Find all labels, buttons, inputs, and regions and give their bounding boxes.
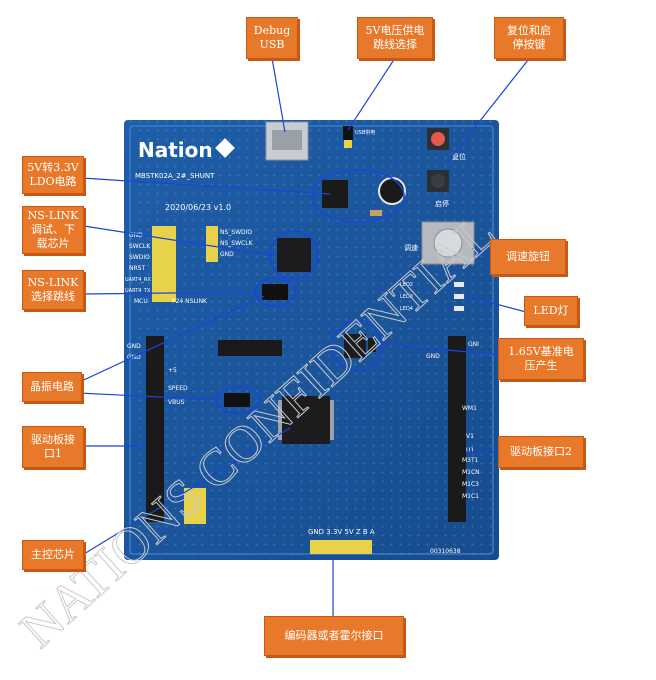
- brand-text: Nation: [138, 138, 213, 162]
- brand-logo: Nation: [138, 138, 235, 162]
- label-main-chip: 主控芯片: [22, 540, 84, 570]
- cn1-pin-label: V1: [466, 433, 474, 440]
- cn2-pin-label: GND: [127, 343, 141, 350]
- nslink-chip-component: [277, 238, 311, 272]
- encoder-header: GND 3.3V 5V Z B A: [308, 528, 375, 554]
- label-ldo: 5V转3.3V LDO电路: [22, 156, 84, 194]
- cn1-pin-label: M1C3: [462, 481, 479, 488]
- cn2-pin-label: +5: [168, 367, 177, 374]
- cn1-pin-label: M1CN: [462, 469, 480, 476]
- pin-label: NRST: [129, 265, 145, 272]
- crystal-component: [224, 393, 250, 407]
- reset-silk: 复位: [452, 152, 466, 161]
- cn1-pin-label: GND: [426, 353, 440, 360]
- nslink-silk: P24 NSLINK: [172, 298, 208, 305]
- reset-button-component: 复位: [427, 128, 466, 161]
- callout-lines: [57, 57, 529, 618]
- usb-connector: [265, 121, 309, 161]
- swd-pin-labels: GND SWCLK SWDIO NRST UART4_RX UART4_TX M…: [125, 229, 254, 305]
- label-crystal: 晶振电路: [22, 372, 82, 402]
- cn2-pin-label: VBUS: [168, 399, 185, 406]
- led-component: LED2 LED3 LED4: [400, 282, 464, 312]
- led-silk: LED4: [400, 306, 413, 312]
- label-drive-port2: 驱动板接口2: [498, 436, 584, 468]
- cn1-pin-label: GNI: [468, 341, 479, 348]
- pin-label: UART4_RX: [125, 277, 151, 283]
- pin-label: GND: [129, 232, 143, 239]
- label-ref-voltage: 1.65V基准电 压产生: [498, 338, 584, 380]
- label-power-jumper: 5V电压供电 跳线选择: [357, 17, 433, 59]
- pin-label: UART4_TX: [125, 288, 151, 294]
- board-name: MBSTK02A_2#_SHUNT: [135, 172, 215, 180]
- label-nslink-jumper: NS-LINK 选择跳线: [22, 270, 84, 310]
- label-nslink-chip: NS-LINK 调试、下 载芯片: [22, 206, 84, 254]
- cn1-connector: GNI GND WM1 V1 U1 M3T1 M1CN M1C3 M1C1: [426, 336, 480, 522]
- speed-silk: 调速: [404, 243, 418, 252]
- board-serial: 00310638: [430, 548, 461, 555]
- pin-label: NS_SWDIO: [220, 229, 252, 236]
- start-silk: 启停: [435, 199, 449, 208]
- label-led: LED灯: [524, 296, 578, 326]
- cn2-connector: GND GND +5 SPEED VBUS: [127, 336, 188, 522]
- label-debug-usb: Debug USB: [246, 17, 298, 59]
- board-date: 2020/06/23 v1.0: [165, 203, 231, 212]
- cn1-pin-label: M3T1: [462, 457, 479, 464]
- pin-label: SWCLK: [129, 243, 151, 250]
- speed-knob-component: 调速: [404, 221, 475, 265]
- cn1-pin-label: WM1: [462, 405, 477, 412]
- usb-power-silk: USB供电: [355, 129, 375, 136]
- label-reset-start-key: 复位和启 停按键: [494, 17, 564, 59]
- label-encoder-port: 编码器或者霍尔接口: [264, 616, 404, 656]
- pin-label: SWDIO: [129, 254, 150, 261]
- cn1-pin-label: M1C1: [462, 493, 479, 500]
- cn1-pin-label: U1: [466, 447, 474, 454]
- label-drive-port1: 驱动板接 口1: [22, 426, 84, 468]
- led-silk: LED3: [400, 294, 413, 300]
- cn2-pin-label: SPEED: [168, 385, 188, 392]
- ref-voltage-component: [344, 334, 376, 358]
- pin-label: MCU: [134, 298, 148, 305]
- start-button-component: 启停: [427, 170, 449, 208]
- pin-label: GND: [220, 251, 234, 258]
- boot-header: [184, 488, 206, 524]
- nslink-jumper-component: [262, 284, 288, 300]
- middle-header: [218, 340, 282, 356]
- pin-label: NS_SWCLK: [220, 240, 254, 247]
- main-mcu-chip: [278, 396, 334, 444]
- label-speed-knob: 调速旋钮: [490, 239, 566, 275]
- cn2-pin-label: GND: [127, 354, 141, 361]
- power-jumper-component: USB供电: [343, 126, 375, 148]
- encoder-pins-silk: GND 3.3V 5V Z B A: [308, 528, 375, 536]
- led-silk: LED2: [400, 282, 413, 288]
